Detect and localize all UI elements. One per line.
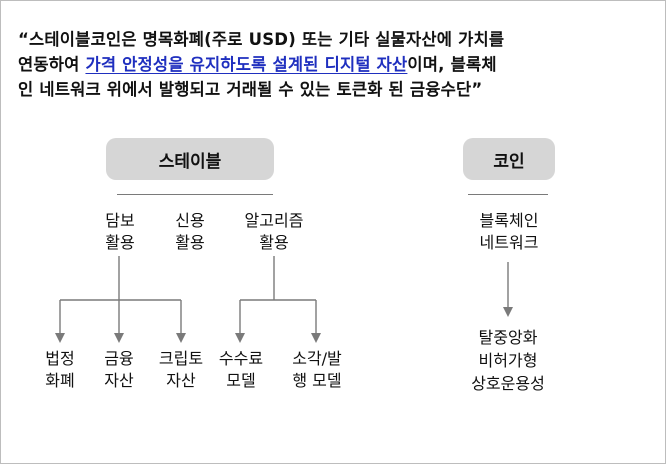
- definition-highlight: 가격 안정성을 유지하도록 설계된 디지털 자산: [85, 55, 408, 74]
- definition-line-2-end: 이며, 블록체: [407, 55, 497, 74]
- definition-line-3: 인 네트워크 위에서 발행되고 거래될 수 있는 토큰화 된 금융수단”: [18, 80, 483, 99]
- coin-divider: [468, 194, 548, 195]
- definition-line-1: “스테이블코인은 명목화폐(주로 USD) 또는 기타 실물자산에 가치를: [18, 30, 505, 49]
- stable-header: 스테이블: [106, 138, 274, 180]
- definition-quote: “스테이블코인은 명목화폐(주로 USD) 또는 기타 실물자산에 가치를 연동…: [18, 27, 658, 102]
- definition-line-2-start: 연동하여: [18, 55, 86, 74]
- stable-divider: [117, 194, 273, 195]
- coin-header: 코인: [463, 138, 555, 180]
- definition-line-2: 연동하여 가격 안정성을 유지하도록 설계된 디지털 자산이며, 블록체: [18, 52, 658, 77]
